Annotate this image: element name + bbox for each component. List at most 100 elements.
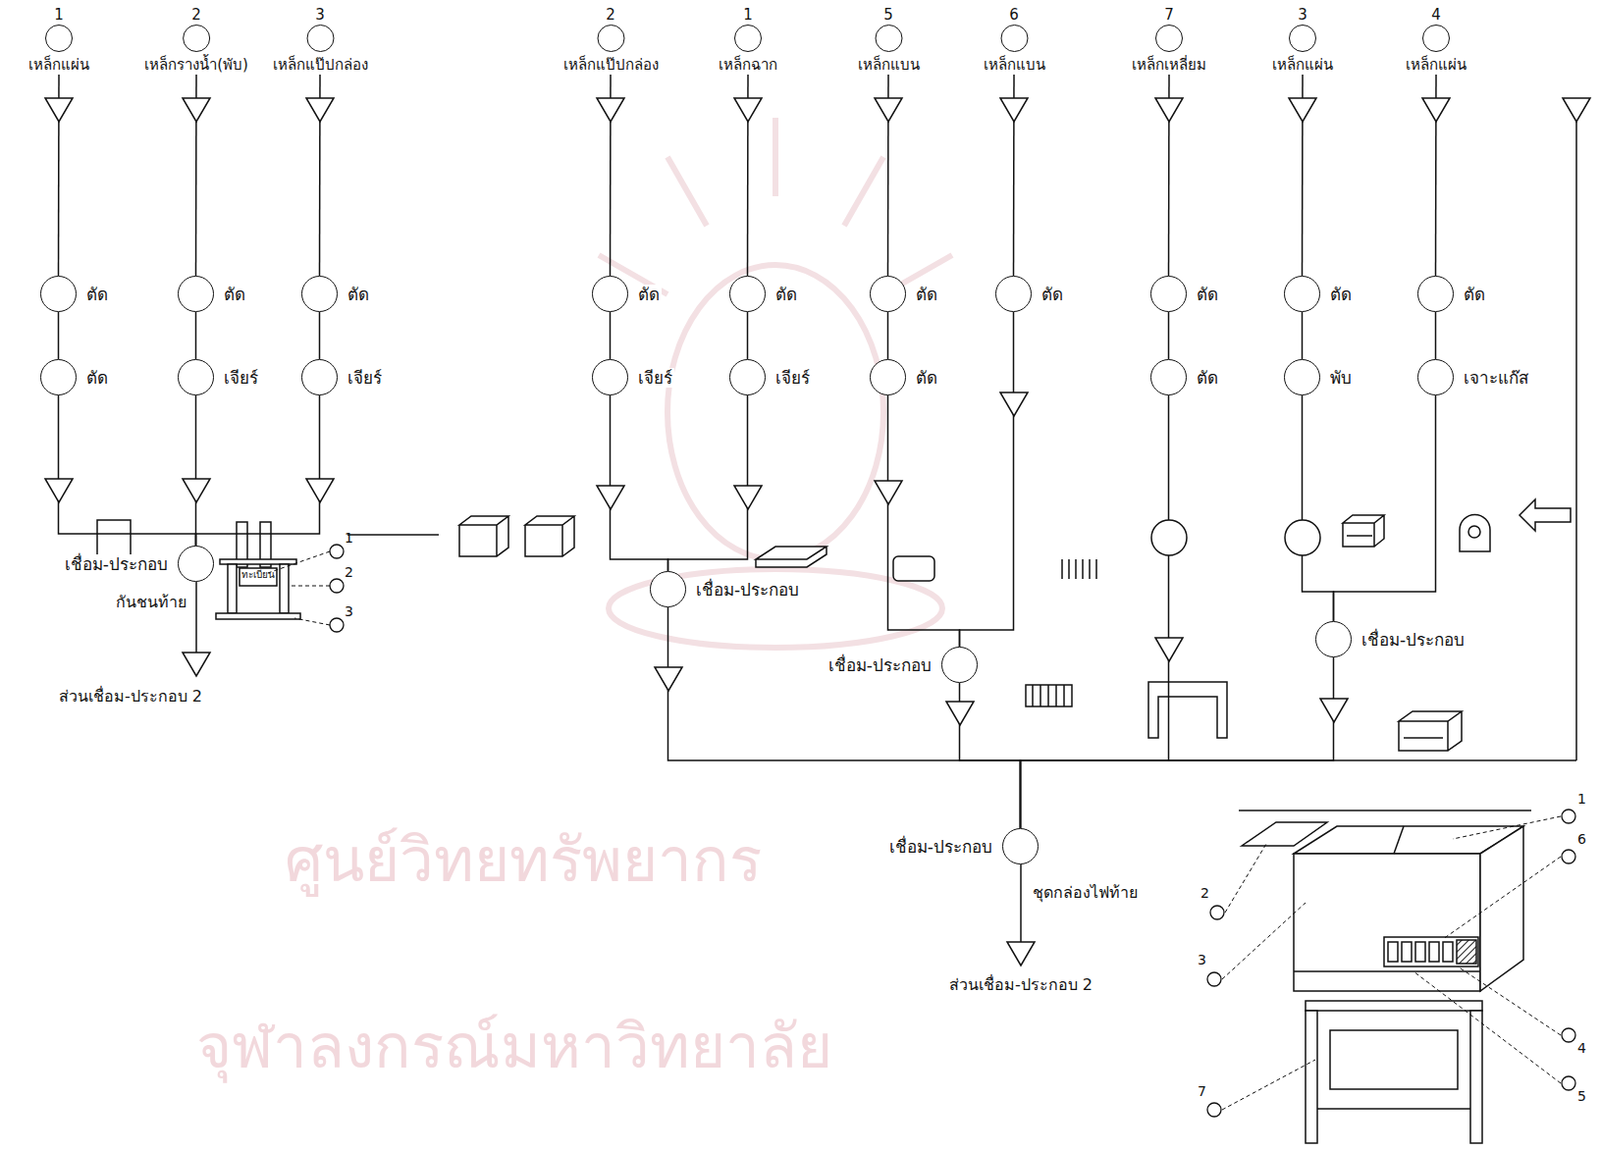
operation-label: ตัด [84,368,110,388]
operation-circle: ตัด [1150,275,1187,313]
operation-circle: ตัด [591,275,629,313]
part-sketch [1459,514,1491,552]
operation-circle: เชื่อม-ประกอบ [649,571,687,608]
material-number: 7 [1164,5,1174,24]
material-circle-outline [596,24,625,53]
material-number: 3 [315,5,325,24]
operation-label: ตัด [221,284,248,305]
storage-triangle [1422,98,1450,122]
storage-triangle [1288,98,1317,122]
material-name: เหล็กแบน [856,55,921,75]
callout-circle [1207,972,1222,987]
lamp-box-illustration [1442,942,1453,962]
leader-line [1222,903,1306,980]
operation-label: ตัด [84,284,110,305]
flow-connector [668,395,748,572]
leader-line [1452,816,1561,840]
storage-triangle [654,667,683,692]
callout-number: 7 [1197,1083,1207,1101]
material-circle-outline [1288,24,1317,53]
flow-connector [196,395,320,546]
flow-connector [319,312,321,360]
flow-connector [1168,312,1171,360]
callout-circle [329,544,344,633]
operation-circle: เจาะแก๊ส [1417,359,1454,396]
operation-circle: ตัด [1283,275,1321,313]
storage-triangle [874,98,903,122]
flow-connector [1020,395,1170,829]
bumper-illustration [215,559,301,620]
material-number: 1 [53,5,64,24]
flow-line [1575,109,1578,761]
material-circle: 5 เหล็กแบน [856,5,921,75]
leader-line [1413,971,1561,1084]
operation-label: เชื่อม-ประกอบ [62,554,170,575]
flow-connector [887,312,890,360]
watermark: ศูนย์วิทยทรัพยากร [284,824,762,898]
storage-triangle [182,98,211,122]
lamp-box-illustration [1330,1030,1458,1090]
material-number: 5 [883,5,894,24]
operation-label: ตัด [1461,284,1488,305]
operation-circle [1284,520,1321,556]
operation-label: เจียร์ [345,368,384,388]
material-circle: 4 เหล็กแผ่น [1404,5,1468,75]
part-sketch [755,546,827,568]
callout-circle [1561,809,1576,824]
callout-number: 4 [1577,1040,1587,1058]
operation-circle: เชื่อม-ประกอบ [941,646,978,684]
part-sketch [97,499,1571,751]
storage-triangle [306,479,334,503]
material-number: 2 [605,5,616,24]
storage-triangle [182,479,211,503]
material-number: 4 [1431,5,1441,24]
material-name: เหล็กฉาก [717,55,779,75]
part-sketch [1519,499,1571,532]
operation-label: ตัด [1039,284,1066,305]
material-name: เหล็กแผ่น [27,55,91,75]
material-name: เหล็กรางน้ำ(พับ) [143,55,250,75]
leader-line [290,586,330,587]
storage-triangle [734,98,762,122]
operation-circle: เชื่อม-ประกอบ [177,545,214,583]
flow-connector [1435,312,1438,360]
output-name: ชุดกล่องไฟท้าย [1032,883,1138,903]
lamp-box-illustration [1387,942,1398,962]
operation-label: ตัด [345,284,372,305]
part-sketch [1403,737,1443,740]
storage-triangle [874,480,903,505]
material-circle-outline [1000,24,1028,53]
flow-connector [195,312,198,360]
storage-triangle [1155,638,1183,662]
material-circle-outline [45,24,73,53]
material-name: เหล็กแผ่น [1271,55,1334,75]
part-sketch [1342,515,1385,547]
operation-label: ตัด [1194,284,1221,305]
leader-line [1225,844,1267,913]
storage-triangle [1155,98,1183,122]
part-sketch [1346,534,1373,537]
operation-label: เจียร์ [773,368,812,388]
operation-circle: เชื่อม-ประกอบ [1315,621,1352,658]
material-number: 2 [191,5,202,24]
material-circle: 6เหล็กแบน [982,5,1047,75]
bumper-illustration [215,613,301,620]
storage-triangle [306,98,334,122]
callout-circle [329,544,344,559]
operation-circle [1151,520,1187,556]
flow-line [195,582,198,653]
flow-connector [746,312,749,360]
material-name: เหล็กแผ่น [1404,55,1468,75]
part-sketch [893,556,935,582]
leader-line [1457,966,1561,1036]
lamp-box-illustration [1456,940,1477,964]
leader-line [265,551,330,626]
watermark-emblem [667,265,884,560]
operation-label: ตัด [636,284,662,305]
operation-circle: ตัด [1150,359,1187,396]
part-sketch [1468,526,1481,538]
leader-line [1442,856,1561,940]
